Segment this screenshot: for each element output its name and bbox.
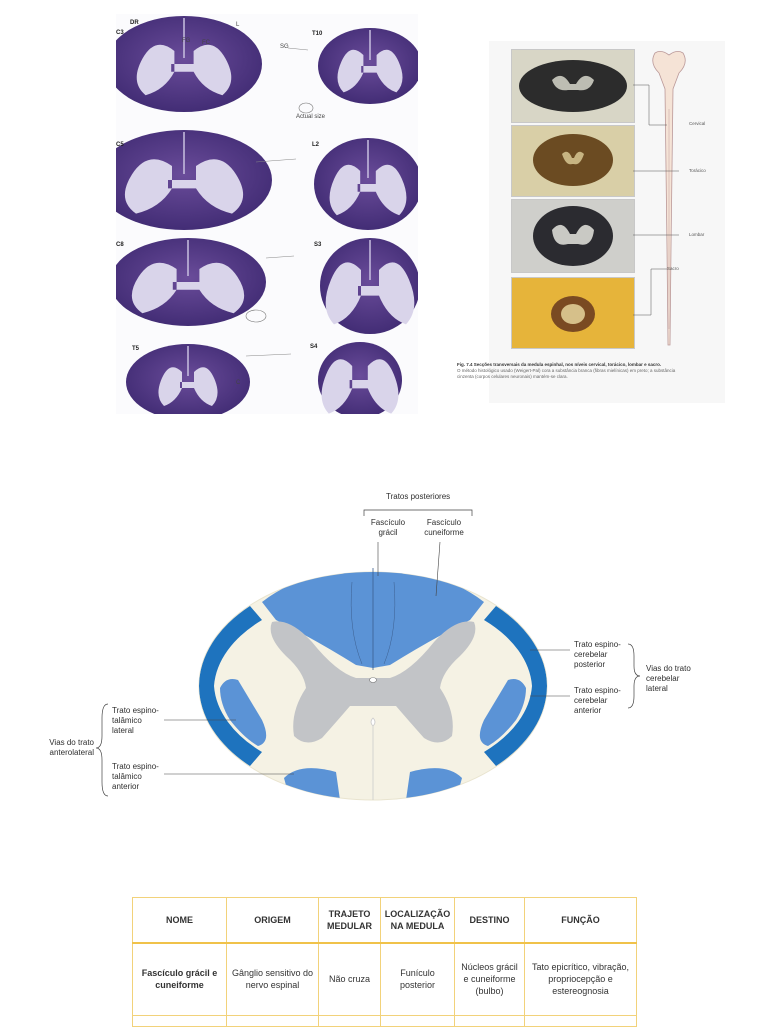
tract-spinocerebellar-anterior (484, 686, 547, 766)
level-label-cervical: Cervical (689, 121, 706, 126)
header-destino: DESTINO (454, 897, 525, 944)
caption-body: O método histológico usado (Weigert-Pal)… (457, 368, 676, 379)
tract-spinothalamic-lateral-right (479, 679, 526, 746)
section-s4 (318, 342, 402, 418)
tract-spinocerebellar-left-lower (199, 686, 262, 766)
label-fc: FC (202, 40, 210, 46)
actual-size-marker-1 (298, 102, 314, 114)
table-row-partial (132, 1014, 637, 1027)
section-s3 (320, 238, 420, 334)
level-label-lombar: Lombar (689, 232, 705, 237)
label-c3: C3 (116, 30, 124, 36)
label-sg: SG (280, 44, 289, 50)
label-t5: T5 (132, 346, 140, 352)
caption-title: Fig. 7.4 Secções transversais da medula … (457, 362, 662, 367)
label-tratos-posteriores: Tratos posteriores (386, 492, 451, 501)
label-s4: S4 (310, 344, 318, 350)
photo-sacro (511, 277, 635, 349)
header-localizacao: LOCALIZAÇÃO NA MEDULA (380, 897, 455, 944)
label-l2: L2 (312, 142, 320, 148)
cell-localizacao: Funículo posterior (380, 942, 455, 1016)
cell-origem: Gânglio sensitivo do nervo espinal (226, 942, 319, 1016)
header-trajeto-medular: TRAJETO MEDULAR (318, 897, 381, 944)
photo-lombar (511, 199, 635, 273)
level-label-toracico: Torácico (689, 168, 706, 173)
cell-trajeto: Não cruza (318, 942, 381, 1016)
section-t5 (126, 344, 250, 420)
photo-leader-lines (633, 84, 679, 316)
tract-spinothalamic-lateral (220, 679, 267, 746)
cerebellar-bracket (627, 643, 641, 709)
actual-size-marker-2 (245, 309, 267, 323)
tracts-table: NOME ORIGEM TRAJETO MEDULAR LOCALIZAÇÃO … (132, 897, 637, 1027)
anterolateral-bracket (95, 703, 109, 797)
header-nome: NOME (132, 897, 227, 944)
label-t10: T10 (312, 31, 323, 37)
label-c: C (236, 380, 241, 386)
level-label-sacro: Sacro (667, 266, 679, 271)
histology-sections-image: C3 T10 C5 L2 C8 S3 T5 S4 DR FG FC SG L C… (96, 14, 422, 420)
photo-cervical (511, 49, 635, 123)
section-t10 (318, 28, 422, 104)
label-c5: C5 (116, 142, 124, 148)
anterior-median-fissure (370, 717, 376, 800)
photo-toracico (511, 125, 635, 197)
label-dr: DR (130, 20, 139, 26)
posterior-tracts-bracket (363, 509, 473, 516)
table-row: Fascículo grácil e cuneiforme Gânglio se… (132, 942, 637, 1016)
section-c8 (110, 238, 266, 326)
cell-destino: Núcleos grácil e cuneiforme (bulbo) (454, 942, 525, 1016)
tract-spinocerebellar-left-upper (199, 606, 262, 686)
header-origem: ORIGEM (226, 897, 319, 944)
central-canal (369, 677, 377, 683)
cell-funcao: Tato epicrítico, vibração, propriocepção… (524, 942, 637, 1016)
spinal-cord-cross-section (95, 509, 641, 801)
tract-spinocerebellar-posterior (484, 606, 547, 686)
section-c3 (106, 16, 262, 112)
tract-spinothalamic-anterior (284, 768, 340, 800)
spinal-cord-photos-panel: Cervical Torácico Lombar Sacro (489, 41, 725, 403)
label-l: L (236, 22, 240, 28)
cell-nome: Fascículo grácil e cuneiforme (132, 942, 227, 1016)
section-c5 (96, 130, 272, 230)
spinal-cord-schematic (652, 51, 686, 346)
label-c8: C8 (116, 242, 124, 248)
tract-spinothalamic-anterior-right (406, 768, 462, 800)
label-s3: S3 (314, 242, 322, 248)
histology-sections-drawing (96, 16, 422, 420)
table-header-row: NOME ORIGEM TRAJETO MEDULAR LOCALIZAÇÃO … (132, 897, 637, 944)
header-funcao: FUNÇÃO (524, 897, 637, 944)
section-l2 (314, 138, 422, 230)
photo-caption: Fig. 7.4 Secções transversais da medula … (457, 362, 677, 380)
label-fg: FG (182, 38, 191, 44)
label-actual-size: Actual size (296, 114, 326, 120)
